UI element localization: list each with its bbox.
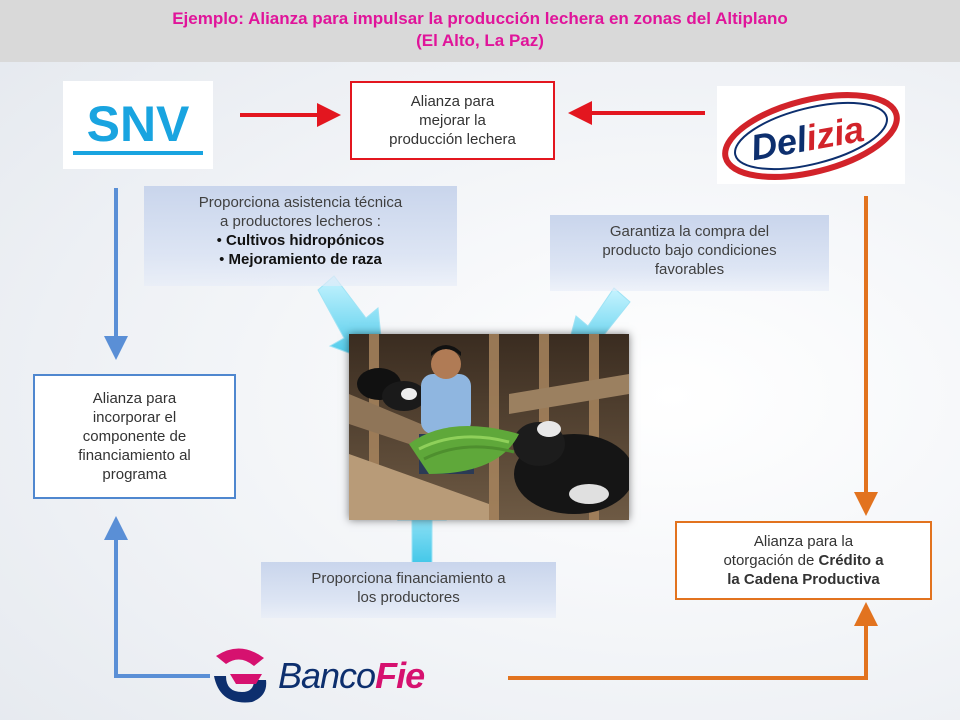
svg-text:BancoFie: BancoFie <box>278 655 425 696</box>
note-bold-line: Cultivos hidropónicos <box>226 232 385 249</box>
box-line: incorporar el <box>92 409 177 426</box>
box-text: otorgación de <box>723 552 819 569</box>
delizia-guarantee-note: Garantiza la compra del producto bajo co… <box>550 215 829 291</box>
box-line: mejorar la <box>419 112 486 129</box>
box-bold-text: Crédito a <box>818 552 884 569</box>
page-title: Ejemplo: Alianza para impulsar la produc… <box>0 0 960 62</box>
blue-arrow-up <box>104 516 210 678</box>
delizia-text-2: izia <box>803 108 867 158</box>
note-line: a productores lecheros : <box>220 213 381 230</box>
bancofie-logo-graphic: BancoFie <box>214 648 426 703</box>
title-line-2: (El Alto, La Paz) <box>416 31 544 50</box>
snv-logo-text: SNV <box>87 96 190 152</box>
snv-logo: SNV <box>63 81 213 169</box>
title-line-1: Ejemplo: Alianza para impulsar la produc… <box>172 9 788 28</box>
note-line: los productores <box>357 589 460 606</box>
bancofie-logo: BancoFie <box>206 636 466 712</box>
note-line: favorables <box>654 261 725 278</box>
note-line: producto bajo condiciones <box>602 242 777 259</box>
note-bullet-item: • Cultivos hidropónicos <box>144 231 457 250</box>
delizia-logo-graphic: Delizia <box>722 92 900 180</box>
box-line: financiamiento al <box>78 447 191 464</box>
farmer-cows-photo <box>349 334 629 520</box>
alliance-production-box: Alianza para mejorar la producción leche… <box>350 81 555 160</box>
banco-financing-note: Proporciona financiamiento a los product… <box>261 562 556 618</box>
orange-arrow-up <box>508 602 878 680</box>
box-line: la Cadena Productiva <box>727 570 880 589</box>
box-line: Alianza para <box>92 390 177 407</box>
bullet-glyph: • <box>219 251 225 268</box>
box-line: producción lechera <box>389 131 516 148</box>
delizia-text-1: Del <box>748 118 811 168</box>
photo-illustration <box>349 334 629 520</box>
delizia-logo: Delizia <box>717 86 905 184</box>
snv-logo-graphic: SNV <box>73 96 203 155</box>
note-bullet-item: • Mejoramiento de raza <box>144 250 457 269</box>
box-line: componente de <box>82 428 187 445</box>
bancofie-text-1: Banco <box>278 655 375 696</box>
box-line: Alianza para la <box>753 533 854 550</box>
box-line: otorgación de Crédito a <box>723 551 883 570</box>
note-line: Proporciona financiamiento a <box>311 570 506 587</box>
alliance-credit-box: Alianza para la otorgación de Crédito a … <box>675 521 932 600</box>
bullet-glyph: • <box>216 232 222 249</box>
note-bold-line: Mejoramiento de raza <box>228 251 382 268</box>
svg-text:Delizia: Delizia <box>748 108 867 168</box>
note-line: Proporciona asistencia técnica <box>198 194 403 211</box>
box-line: programa <box>102 466 167 483</box>
bancofie-text-2: Fie <box>375 655 425 696</box>
box-line: Alianza para <box>410 93 495 110</box>
alliance-financing-box: Alianza para incorporar el componente de… <box>33 374 236 499</box>
note-line: Garantiza la compra del <box>609 223 770 240</box>
snv-assistance-note: Proporciona asistencia técnica a product… <box>144 186 457 286</box>
box-bold-text: la Cadena Productiva <box>727 571 880 588</box>
